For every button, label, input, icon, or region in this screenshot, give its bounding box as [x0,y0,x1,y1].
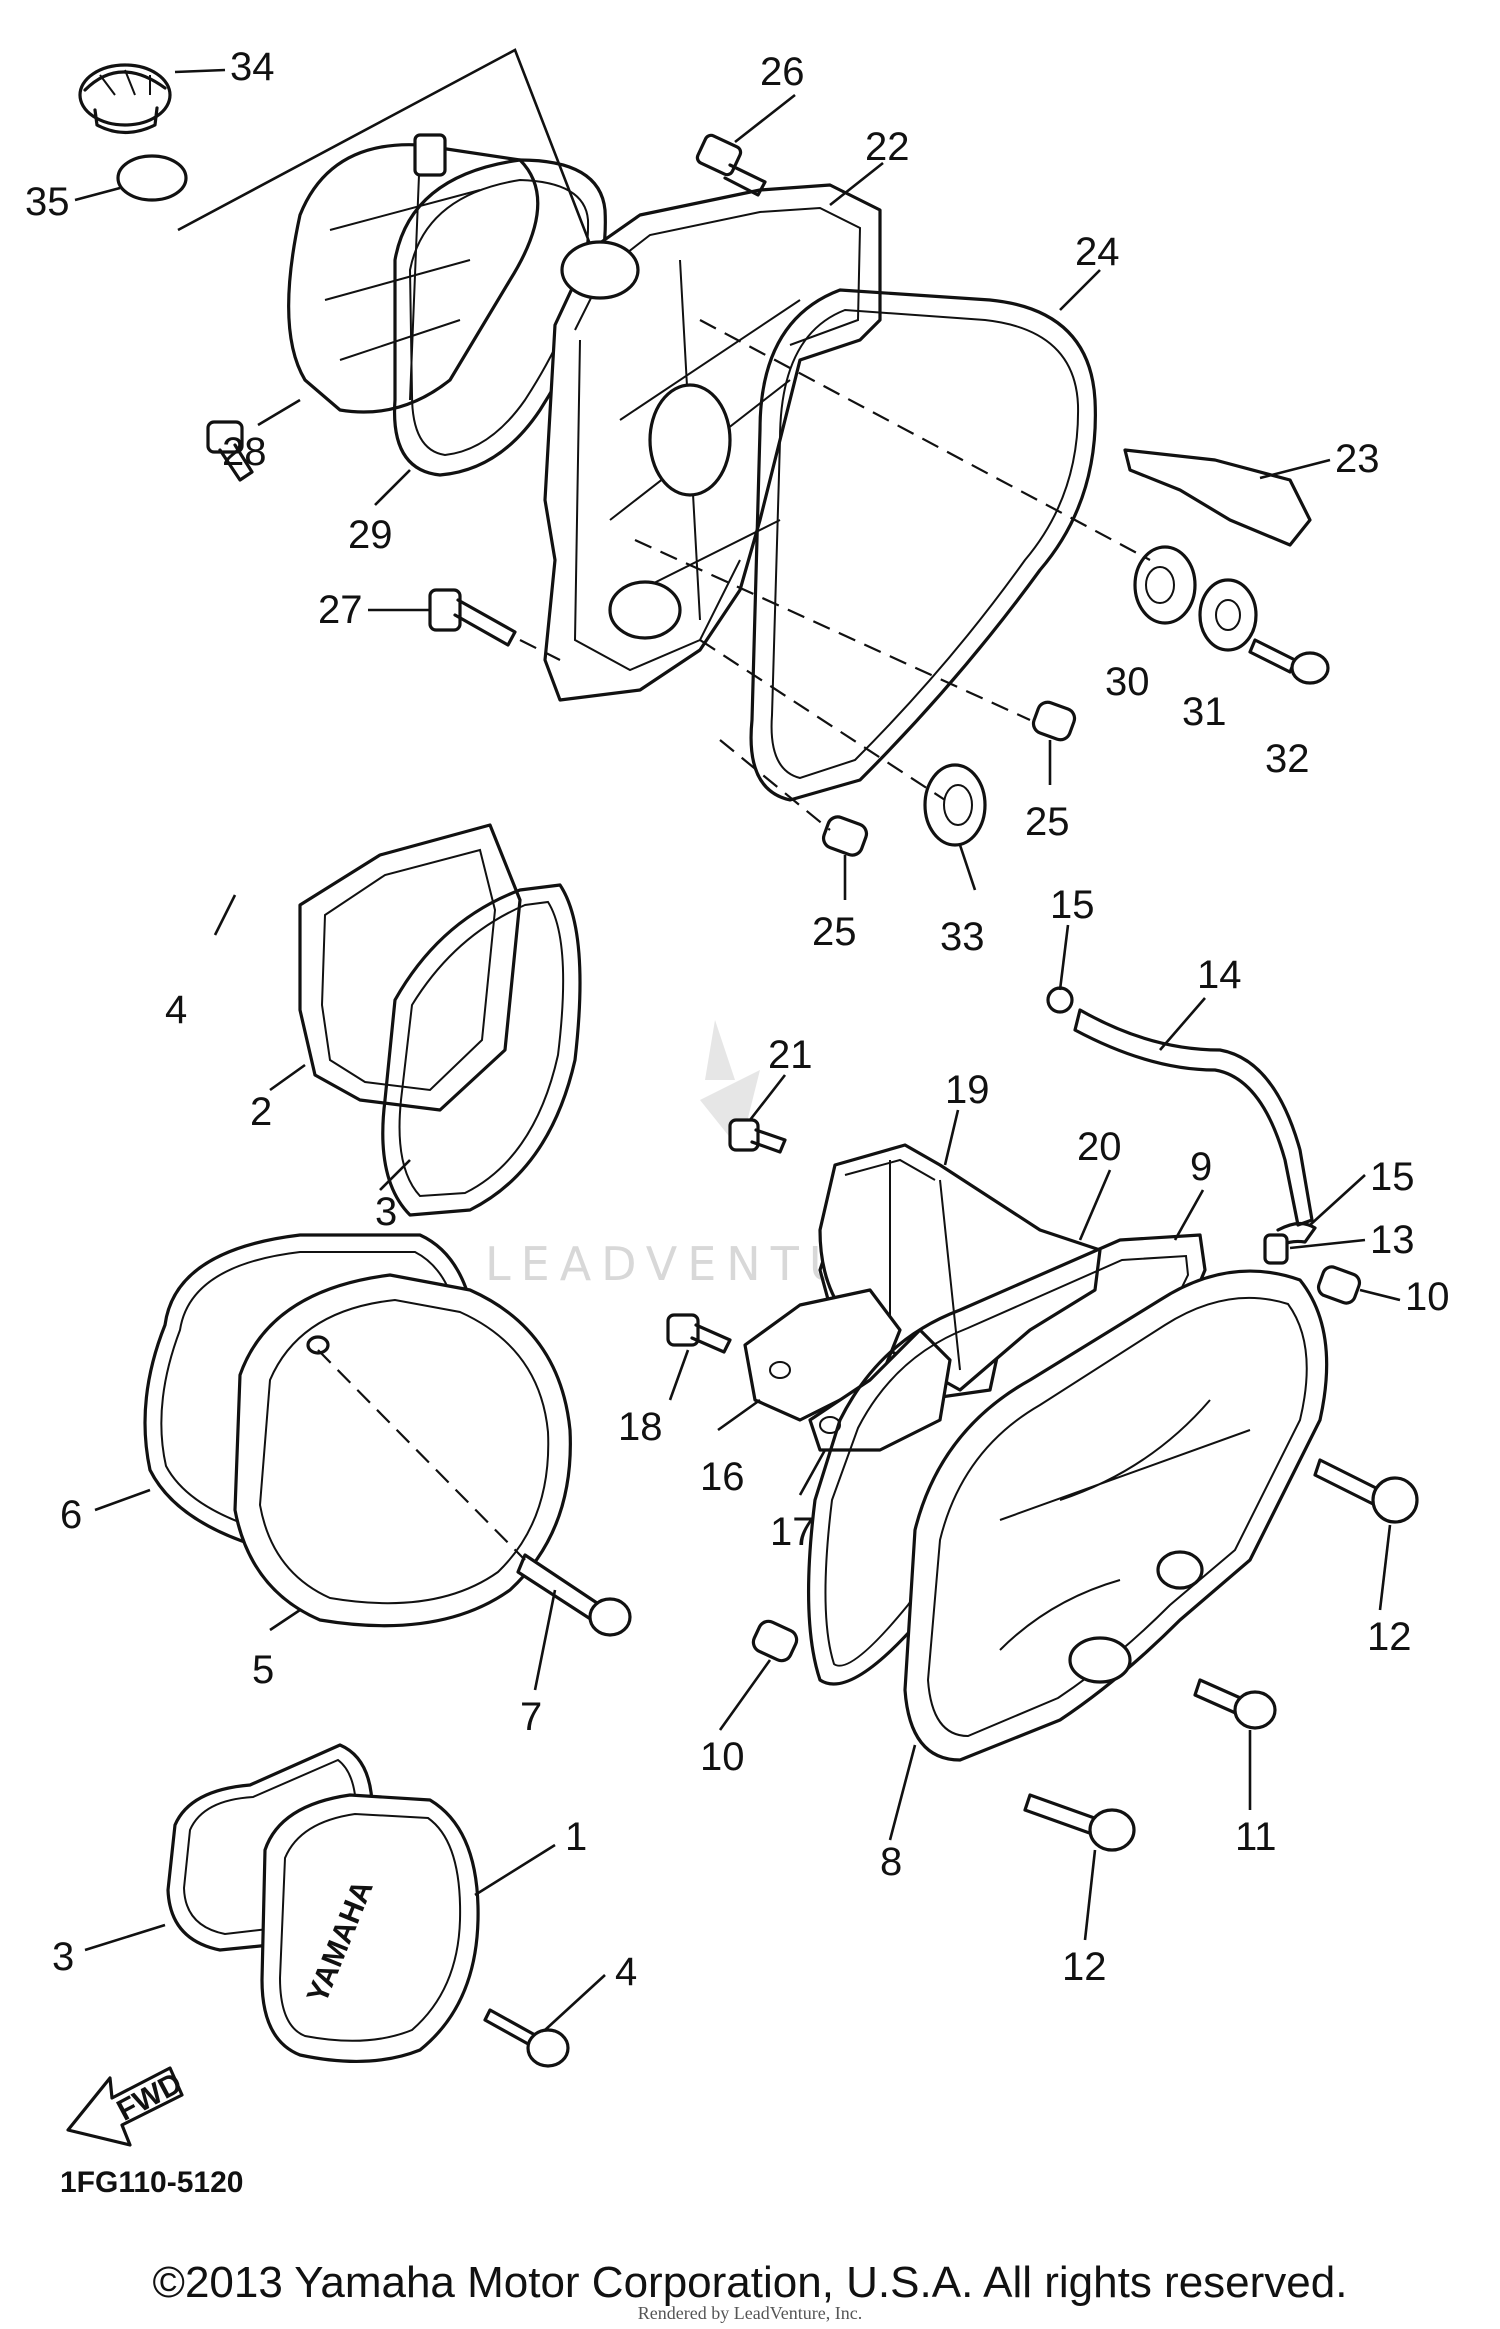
label-33: 33 [940,915,985,959]
dowel-10b-part [751,1619,799,1663]
side-cover-8-part [903,1269,1329,1762]
label-28: 28 [222,430,267,474]
part-number-labels: 34 35 26 22 24 23 28 29 27 30 31 32 25 2… [25,45,1450,1994]
bolt-12b-part [1023,1793,1136,1852]
label-34: 34 [230,45,275,89]
label-4a: 4 [165,988,187,1032]
dowel-pin-25b [821,815,869,857]
bolt-27-part [428,588,517,647]
bolt-12a-part [1313,1458,1419,1524]
o-ring-part [116,154,188,202]
label-9: 9 [1190,1145,1212,1189]
fwd-arrow-icon: FWD [66,2066,188,2147]
clutch-cover-1-part [260,1793,480,2064]
label-13: 13 [1370,1218,1415,1262]
label-7: 7 [520,1695,542,1739]
label-23: 23 [1335,437,1380,481]
screw-4b-part [483,2008,570,2068]
label-10b: 10 [700,1735,745,1779]
label-2: 2 [250,1090,272,1134]
label-20: 20 [1077,1125,1122,1169]
label-27: 27 [318,588,363,632]
fitting-13-part [1263,1233,1289,1265]
label-29: 29 [348,513,393,557]
bolt-21-part [728,1118,787,1154]
screw-4a-part [206,420,254,482]
label-14: 14 [1197,953,1242,997]
label-6: 6 [60,1493,82,1537]
breather-plate-part [287,143,540,414]
cap-assembly-bracket [177,48,602,271]
guide-plate-part [1123,448,1312,547]
bolt-11-part [1193,1678,1277,1730]
diagram-code: 1FG110-5120 [60,2166,243,2199]
generator-cover-part [298,823,522,1112]
dome-cover-5-part [233,1273,572,1628]
filler-neck [560,240,640,300]
leader-lines [74,68,1401,2031]
label-12b: 12 [1062,1945,1107,1989]
bolt-18-part [666,1313,732,1354]
label-26: 26 [760,50,805,94]
label-25a: 25 [1025,800,1070,844]
label-32: 32 [1265,737,1310,781]
label-17: 17 [770,1510,815,1554]
label-10a: 10 [1405,1275,1450,1319]
bolt-26-part [695,133,767,197]
dowel-pin-25a [1031,700,1077,742]
cover-8-boss [1156,1550,1204,1590]
hose-clip-15a-part [1046,986,1074,1014]
fwd-label: FWD [112,2066,188,2127]
cover-hub [648,383,732,497]
label-18: 18 [618,1405,663,1449]
label-5: 5 [252,1648,274,1692]
label-1: 1 [565,1815,587,1859]
label-3a: 3 [375,1190,397,1234]
gasket-9-part [806,1233,1207,1686]
label-22: 22 [865,125,910,169]
cover-gasket-3a-part [381,883,582,1217]
oil-seal-33-part [923,763,987,847]
label-35: 35 [25,180,70,224]
oil-seal-30-part [1133,545,1197,625]
cover-8-window [1068,1636,1132,1684]
dowel-10a-part [1316,1265,1362,1305]
label-15b: 15 [1370,1155,1415,1199]
label-25b: 25 [812,910,857,954]
cover-gasket-part [749,288,1097,802]
label-24: 24 [1075,230,1120,274]
plug-31-part [1198,578,1258,652]
label-21: 21 [768,1033,813,1077]
breather-fitting [413,133,447,177]
label-30: 30 [1105,660,1150,704]
breather-hose-14-part [1073,1008,1314,1227]
label-31: 31 [1182,690,1227,734]
oil-filler-cap-part [78,63,172,135]
screw-32-part [1248,638,1330,685]
label-19: 19 [945,1068,990,1112]
label-16: 16 [700,1455,745,1499]
label-4b: 4 [615,1950,637,1994]
label-8: 8 [880,1840,902,1884]
render-credit: Rendered by LeadVenture, Inc. [637,2303,863,2323]
label-15a: 15 [1050,883,1095,927]
label-11: 11 [1235,1815,1277,1859]
bolt-7-part [516,1553,632,1637]
cover-boss [608,580,682,640]
label-12a: 12 [1367,1615,1412,1659]
copyright-notice: ©2013 Yamaha Motor Corporation, U.S.A. A… [152,2258,1348,2307]
label-3b: 3 [52,1935,74,1979]
